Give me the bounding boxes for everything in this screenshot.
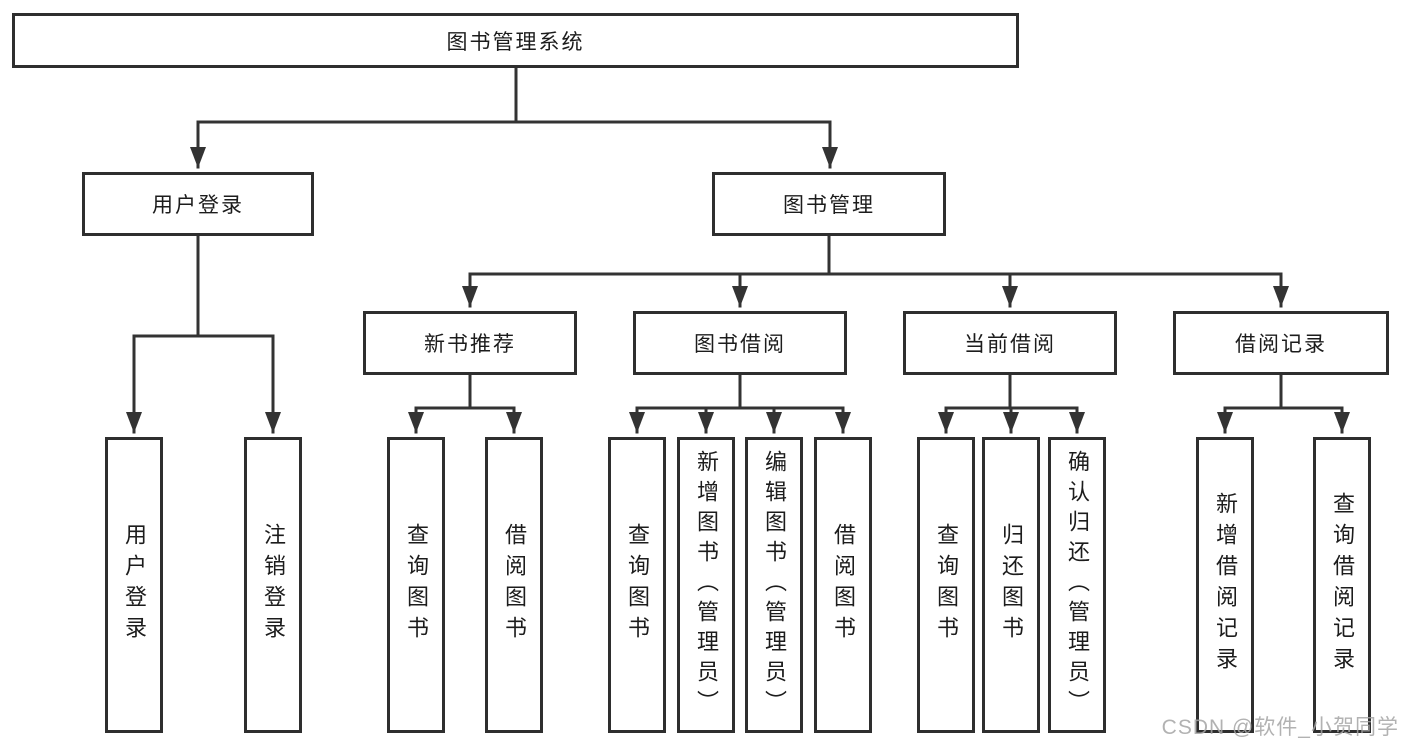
leaf-logout: 注销登录 [244,437,302,733]
leaf-query-borrow-record: 查询借阅记录 [1313,437,1371,733]
leaf-confirm-return-admin: 确认归还（管理员） [1048,437,1106,733]
leaf-borrow-query-books: 查询图书 [608,437,666,733]
leaf-add-books-admin: 新增图书（管理员） [677,437,735,733]
node-book-management: 图书管理 [712,172,946,236]
node-new-book-recommend: 新书推荐 [363,311,577,375]
leaf-recommend-query-books: 查询图书 [387,437,445,733]
leaf-current-query-books: 查询图书 [917,437,975,733]
leaf-recommend-borrow-books: 借阅图书 [485,437,543,733]
node-book-borrow: 图书借阅 [633,311,847,375]
node-borrow-records: 借阅记录 [1173,311,1389,375]
node-current-borrow: 当前借阅 [903,311,1117,375]
leaf-return-books: 归还图书 [982,437,1040,733]
leaf-user-login: 用户登录 [105,437,163,733]
node-root-system: 图书管理系统 [12,13,1019,68]
csdn-watermark: CSDN @软件_小贺同学 [1161,716,1399,739]
leaf-add-borrow-record: 新增借阅记录 [1196,437,1254,733]
leaf-borrow-books: 借阅图书 [814,437,872,733]
node-user-login: 用户登录 [82,172,314,236]
leaf-edit-books-admin: 编辑图书（管理员） [745,437,803,733]
